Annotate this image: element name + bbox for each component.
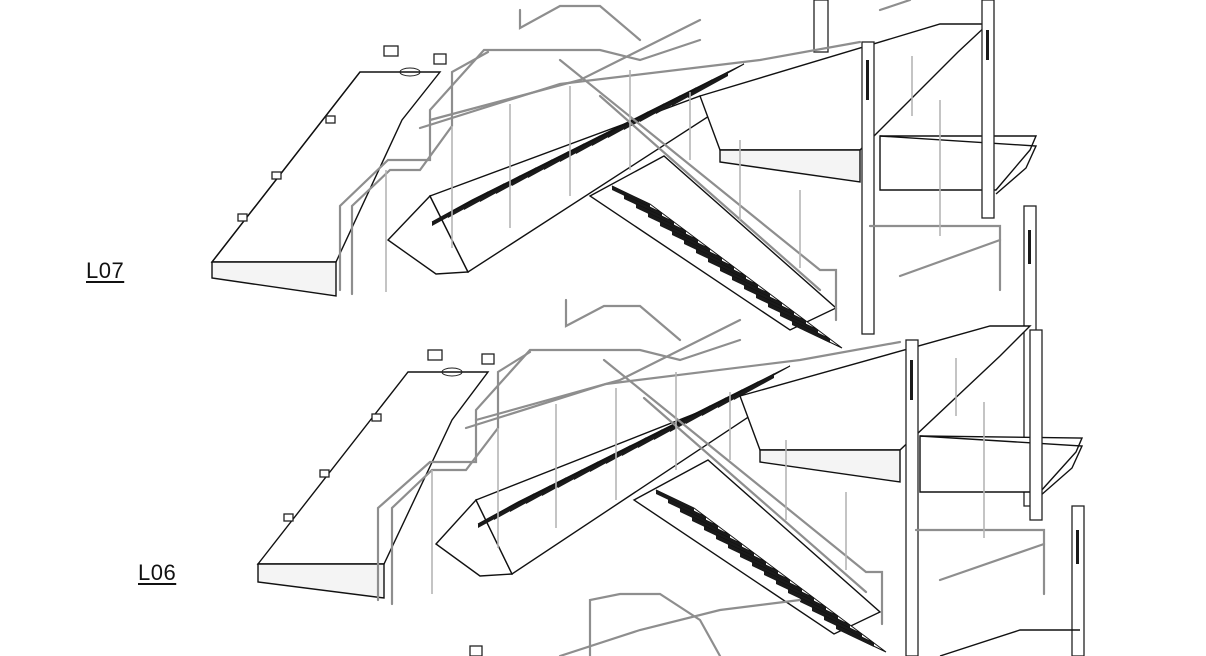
stair-riser [688, 72, 728, 98]
columns-l07 [813, 0, 1037, 507]
stair-riser [734, 374, 774, 400]
level-l07-structure [210, 0, 1038, 507]
stair-flight-l07-lower [386, 63, 745, 275]
slab-brackets-l07 [237, 45, 447, 222]
level-l05-partial [469, 592, 1080, 656]
stair-flight-l06-upper [632, 459, 887, 653]
handrails-l07 [338, 0, 1002, 322]
columns-l06 [905, 329, 1085, 656]
stair-riser [836, 625, 874, 647]
level-label-l06: L06 [138, 560, 177, 585]
level-l06-structure [256, 298, 1085, 656]
handrails-l06 [376, 298, 1046, 626]
landing-slab-edge-l07 [211, 261, 337, 297]
slab-brackets-l06 [283, 349, 495, 522]
mid-landing-l07 [699, 23, 990, 151]
stair-flight-l07-upper [588, 155, 843, 349]
stair-riser [792, 321, 830, 343]
level-label-l07: L07 [86, 258, 125, 283]
landing-slab-edge-l06 [257, 563, 385, 599]
right-landing-l07 [879, 135, 1038, 191]
